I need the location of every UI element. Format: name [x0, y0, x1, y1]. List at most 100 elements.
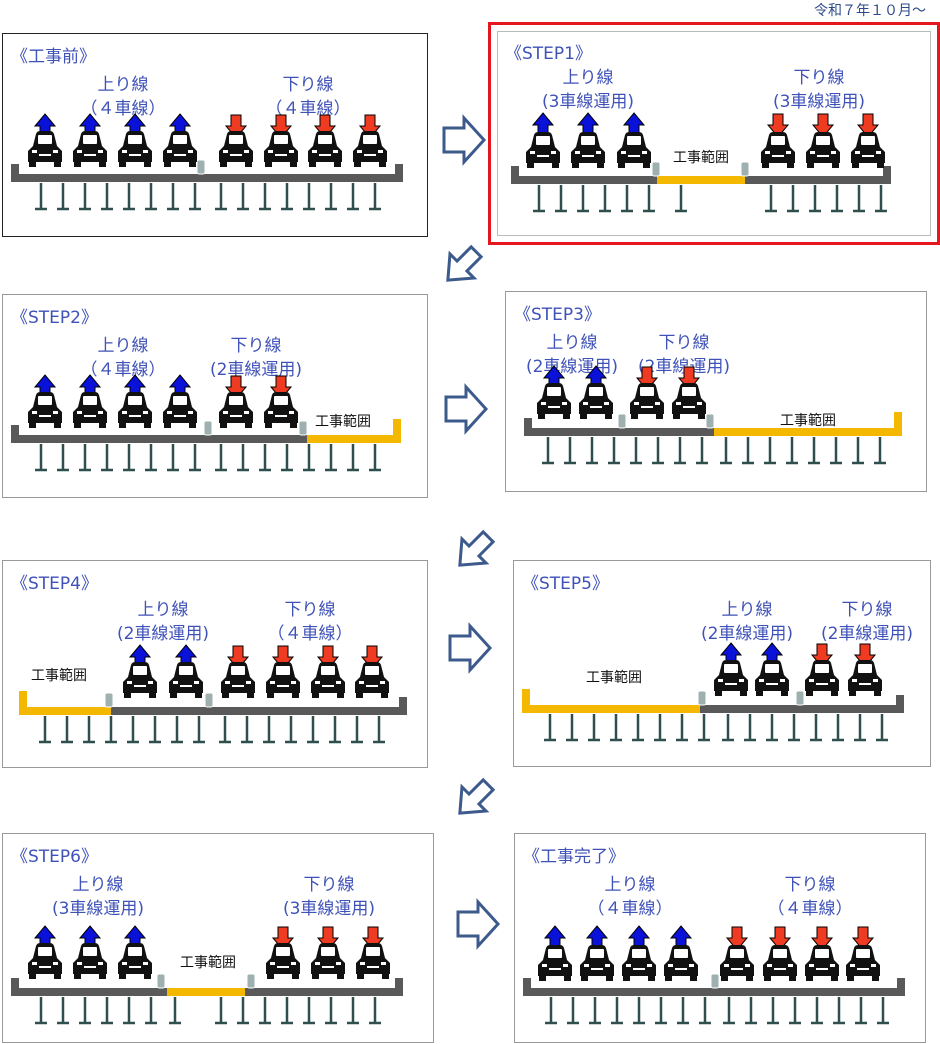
arrow-down-icon: [851, 926, 875, 951]
pier: [699, 997, 711, 1025]
down-line-label: 下り線: [282, 75, 334, 95]
panel-title: 《STEP5》: [522, 574, 609, 594]
up-line-label: 上り線: [97, 336, 149, 356]
car-icon: [266, 662, 300, 698]
up-line-lanes: (2車線運用): [116, 624, 210, 644]
pier: [674, 437, 686, 465]
panel-inner-frame: [497, 31, 931, 236]
car-icon: [163, 131, 197, 167]
pier: [369, 183, 381, 211]
pier: [105, 716, 117, 744]
car-icon: [73, 943, 107, 979]
car-icon: [311, 943, 345, 979]
pier: [35, 183, 47, 211]
pier: [720, 437, 732, 465]
pier: [373, 716, 385, 744]
up-line-label: 上り線: [562, 68, 614, 88]
road-deck: [524, 428, 714, 436]
bridge-cross-section: [523, 925, 905, 1025]
work-zone-label: 工事範囲: [31, 668, 87, 684]
car-icon: [264, 392, 298, 428]
pier: [329, 716, 341, 744]
bridge-cross-section: [522, 642, 904, 742]
flow-arrow-down-left-icon: [446, 244, 484, 282]
bridge-cross-section: [19, 644, 407, 744]
pier: [79, 444, 91, 472]
pier: [589, 997, 601, 1025]
work-zone-deck: [522, 705, 700, 713]
scene-group: [11, 925, 403, 1025]
down-line-lanes: （４車線）: [265, 99, 351, 119]
lane-divider: [795, 690, 805, 706]
pier: [764, 437, 776, 465]
scene-group: [11, 113, 403, 211]
pier: [533, 185, 545, 213]
scene-group: [11, 374, 401, 472]
pier: [830, 437, 842, 465]
pier: [303, 444, 315, 472]
work-zone-deck: [19, 707, 111, 715]
car-icon: [353, 131, 387, 167]
pier: [808, 437, 820, 465]
lane-divider: [246, 973, 256, 989]
pier: [588, 714, 600, 742]
down-line-lanes: (3車線運用): [772, 92, 866, 112]
pier: [61, 716, 73, 744]
work-zone-deck: [167, 988, 245, 996]
pier: [123, 997, 135, 1025]
pier: [723, 997, 735, 1025]
pier: [564, 437, 576, 465]
pier: [655, 997, 667, 1025]
car-icon: [123, 662, 157, 698]
lane-divider: [705, 413, 715, 429]
pier: [35, 444, 47, 472]
car-icon: [118, 131, 152, 167]
lane-divider: [617, 413, 627, 429]
work-zone-label: 工事範囲: [673, 150, 729, 166]
lane-divider: [710, 973, 720, 989]
car-icon: [219, 131, 253, 167]
lane-divider: [298, 420, 308, 436]
pier: [281, 444, 293, 472]
car-icon: [805, 660, 839, 696]
panel-title: 《工事完了》: [523, 847, 625, 867]
bridge-cross-section: [11, 925, 403, 1025]
deck-edge-left: [11, 978, 19, 996]
pier: [745, 997, 757, 1025]
car-icon: [672, 383, 706, 419]
up-line-lanes: (3車線運用): [51, 899, 145, 919]
panel-before-construction: 《工事前》 上り線（４車線）下り線（４車線）: [2, 33, 428, 237]
pier: [215, 444, 227, 472]
road-deck: [111, 707, 407, 715]
pier: [599, 185, 611, 213]
down-line-label: 下り線: [284, 600, 336, 620]
up-line-label: 上り線: [137, 600, 189, 620]
scene-group: [523, 925, 905, 1025]
deck-edge-right: [897, 978, 905, 996]
work-zone-label: 工事範囲: [780, 413, 836, 429]
deck-edge-right: [395, 978, 403, 996]
arrow-down-icon: [271, 645, 295, 670]
pier: [281, 997, 293, 1025]
flow-arrow-down-left-icon: [458, 529, 496, 567]
deck-edge-right: [395, 164, 403, 182]
pier: [57, 444, 69, 472]
arrow-down-icon: [766, 113, 790, 138]
car-icon: [118, 392, 152, 428]
flow-arrow-right-icon: [456, 898, 501, 950]
pier: [123, 444, 135, 472]
pier: [57, 997, 69, 1025]
pier: [722, 714, 734, 742]
pier: [285, 716, 297, 744]
pier: [542, 437, 554, 465]
car-icon: [311, 662, 345, 698]
pier: [632, 714, 644, 742]
pier: [874, 437, 886, 465]
up-line-label: 上り線: [604, 875, 656, 895]
panel-step6: 《STEP6》 上り線(3車線運用)下り線(3車線運用)工事範囲: [2, 833, 434, 1043]
pier: [369, 997, 381, 1025]
pier: [643, 185, 655, 213]
car-icon: [308, 131, 342, 167]
pier: [854, 714, 866, 742]
pier: [742, 437, 754, 465]
